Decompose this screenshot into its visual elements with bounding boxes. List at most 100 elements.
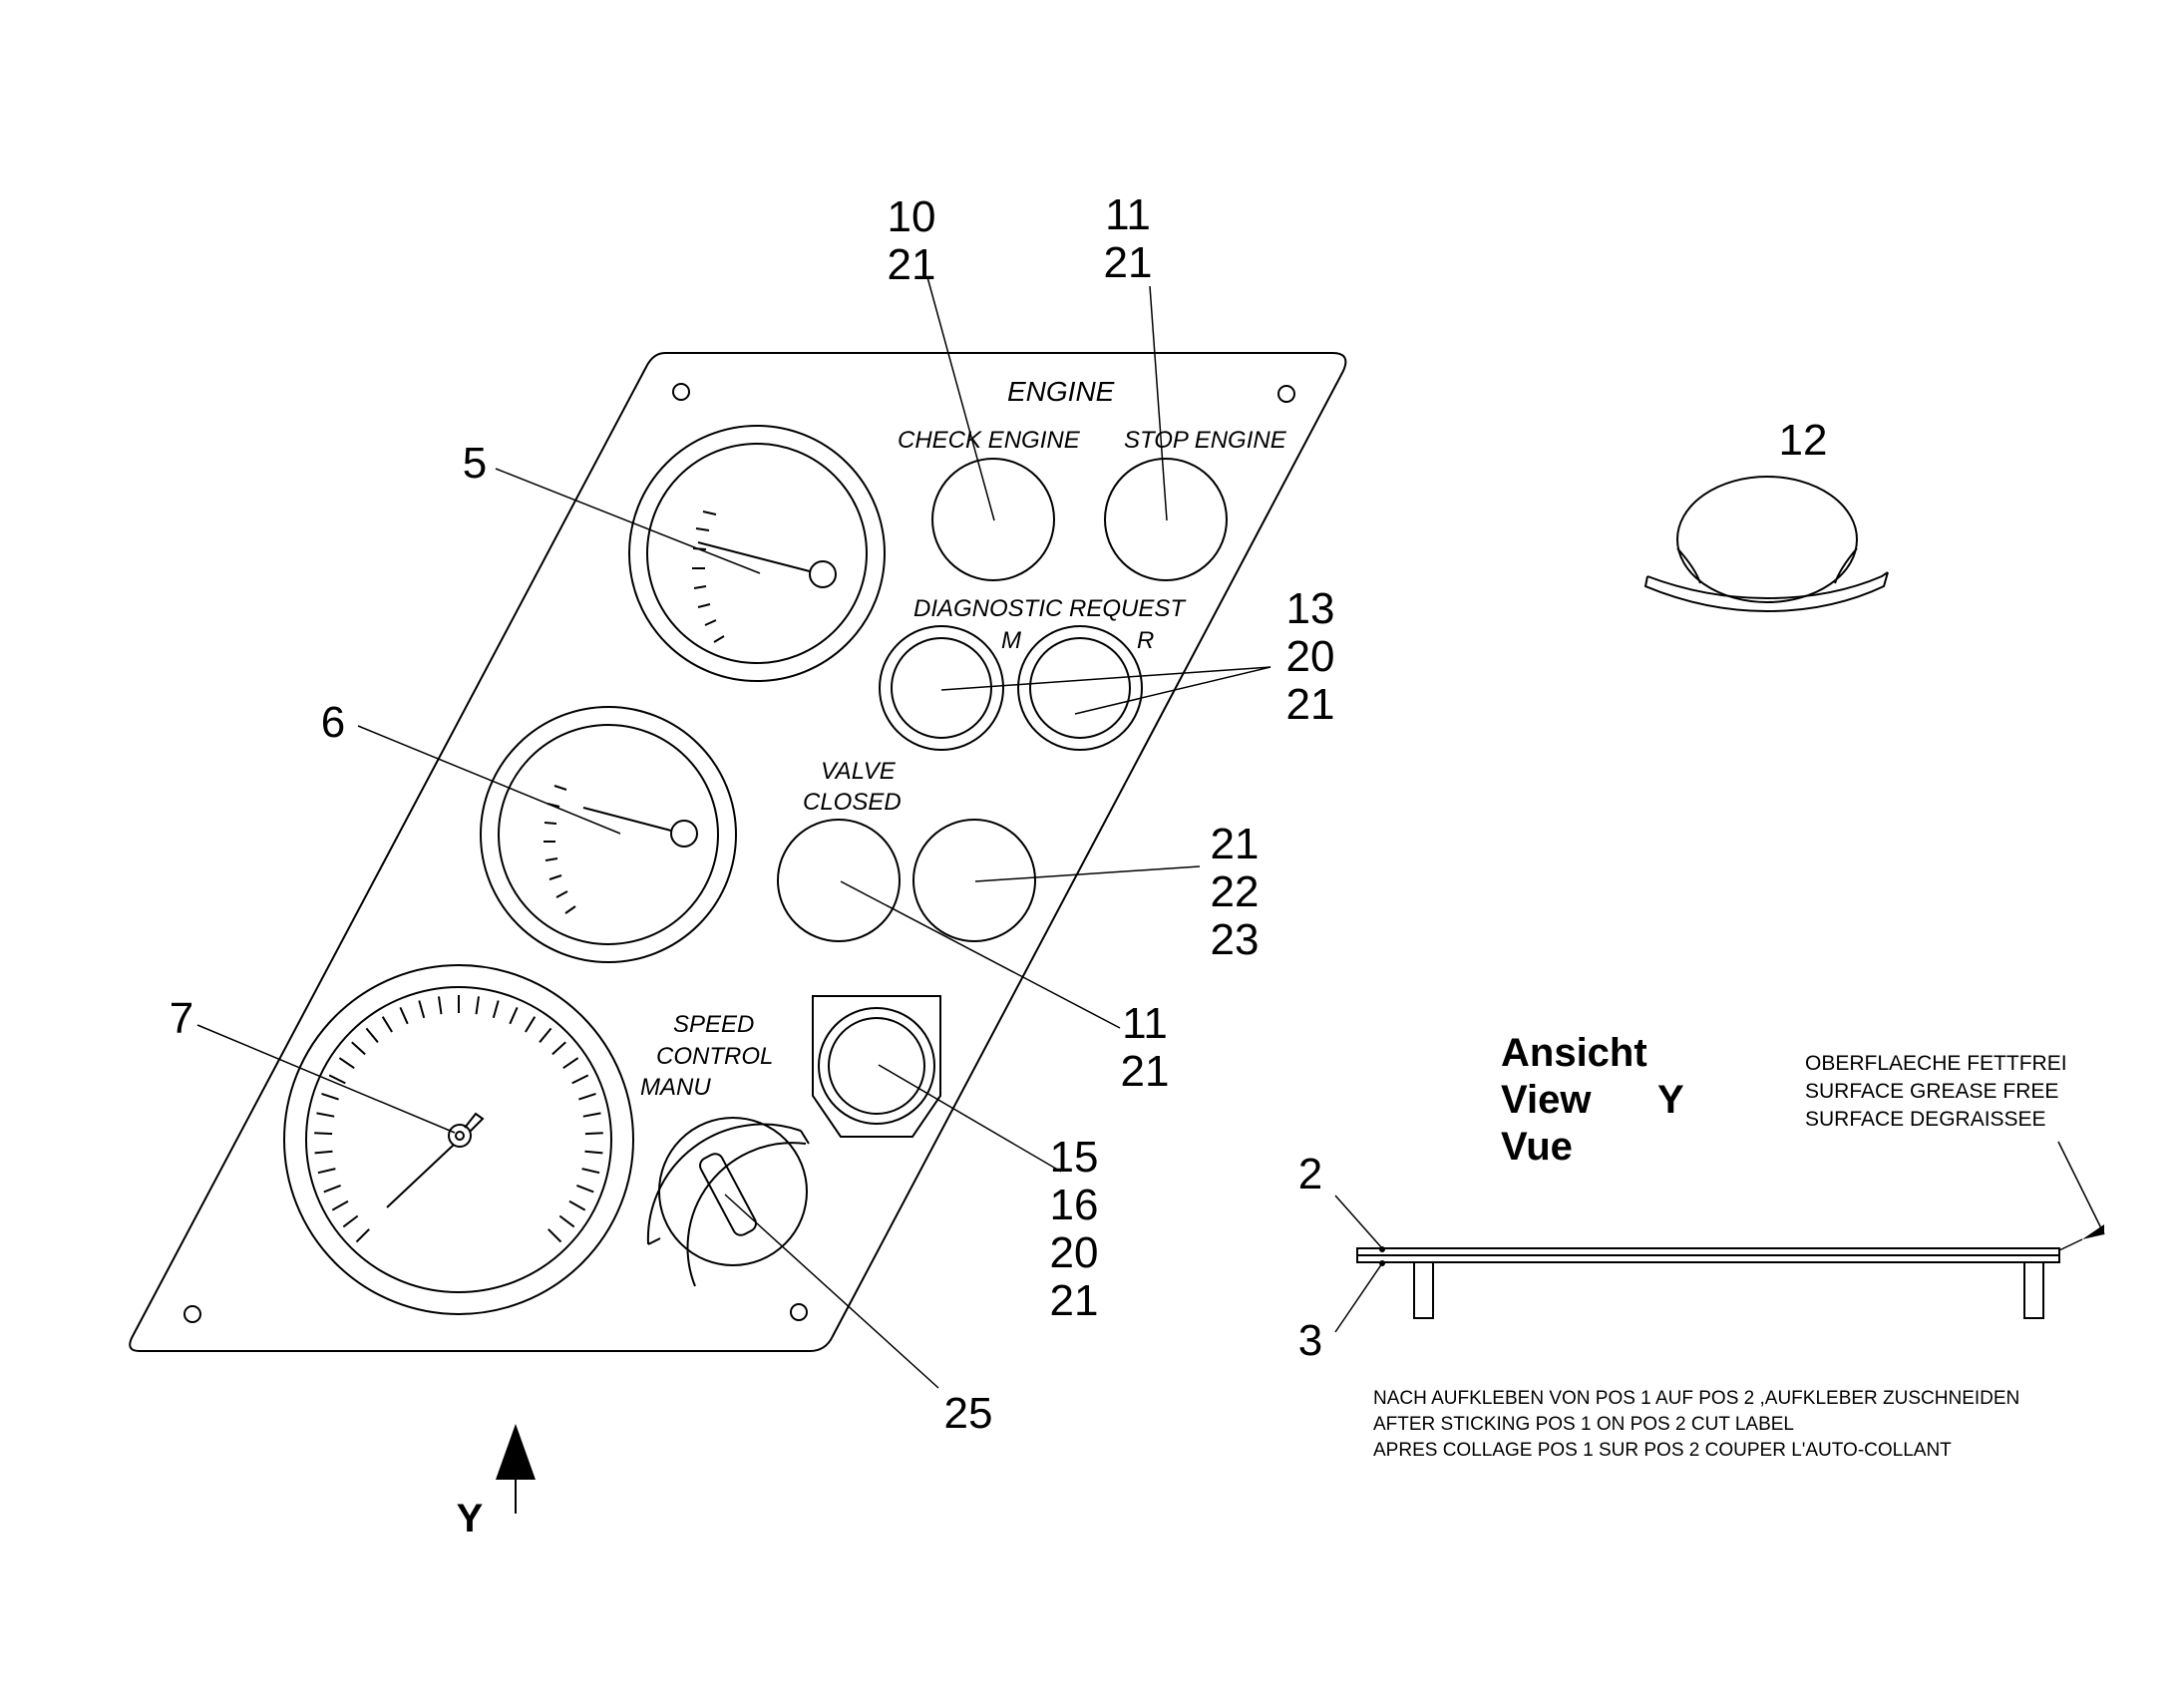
surface-note-line3: SURFACE DEGRAISSEE bbox=[1805, 1108, 2046, 1131]
speed-label-line1: SPEED bbox=[673, 1011, 754, 1038]
mounting-hole bbox=[183, 1305, 201, 1323]
diagnostic-m-button bbox=[879, 625, 1004, 751]
mounting-hole bbox=[672, 383, 690, 401]
speed-label-line3: MANU bbox=[640, 1074, 711, 1101]
speed-label-line2: CONTROL bbox=[656, 1043, 773, 1070]
callout-13-sub1: 20 bbox=[1286, 632, 1335, 681]
tacho-tick bbox=[584, 1132, 603, 1136]
callout-11-top: 11 bbox=[1105, 190, 1151, 239]
tacho-tick bbox=[539, 1027, 552, 1043]
sticking-note-line3: APRES COLLAGE POS 1 SUR POS 2 COUPER L'A… bbox=[1373, 1440, 1952, 1461]
callout-25: 25 bbox=[944, 1389, 993, 1438]
tacho-tick bbox=[331, 1199, 349, 1211]
tacho-tick bbox=[323, 1184, 341, 1194]
tacho-tick bbox=[584, 1150, 603, 1155]
valve-label-line2: CLOSED bbox=[803, 789, 902, 816]
engine-label: ENGINE bbox=[1007, 376, 1115, 407]
callout-13-sub2: 21 bbox=[1286, 680, 1335, 729]
side-view-panel bbox=[1334, 1141, 2105, 1333]
view-title-letter: Y bbox=[1657, 1078, 1684, 1122]
callout-11-mid: 11 bbox=[1122, 999, 1168, 1048]
sticking-note-line1: NACH AUFKLEBEN VON POS 1 AUF POS 2 ,AUFK… bbox=[1373, 1388, 2019, 1409]
tacho-tick bbox=[475, 996, 480, 1015]
view-title-line1: Ansicht bbox=[1501, 1031, 1647, 1075]
callout-11-top-sub: 21 bbox=[1104, 238, 1153, 287]
valve-closed-lamp bbox=[777, 819, 901, 942]
view-title-line3: Vue bbox=[1501, 1125, 1573, 1169]
callout-21-sub1: 22 bbox=[1211, 867, 1260, 916]
callout-2: 2 bbox=[1298, 1150, 1322, 1198]
check-engine-label: CHECK ENGINE bbox=[898, 427, 1081, 454]
gauge-7-tachometer bbox=[283, 964, 634, 1315]
leader-lines bbox=[196, 276, 1272, 1389]
surface-note-line1: OBERFLAECHE FETTFREI bbox=[1805, 1052, 2067, 1075]
tacho-tick bbox=[578, 1092, 596, 1101]
callout-11-mid-sub: 21 bbox=[1121, 1047, 1170, 1096]
tacho-tick bbox=[525, 1016, 537, 1033]
tacho-tick bbox=[418, 1000, 426, 1019]
diag-r-label: R bbox=[1137, 627, 1154, 654]
tacho-tick bbox=[316, 1112, 335, 1118]
sticking-note-line2: AFTER STICKING POS 1 ON POS 2 CUT LABEL bbox=[1373, 1414, 1794, 1435]
callout-13: 13 bbox=[1286, 584, 1335, 633]
callout-7: 7 bbox=[170, 994, 193, 1043]
tacho-tick bbox=[314, 1132, 333, 1136]
diagnostic-r-button bbox=[1017, 625, 1143, 751]
valve-label-line1: VALVE bbox=[821, 758, 897, 785]
tacho-tick bbox=[492, 1000, 500, 1019]
mounting-holes bbox=[183, 383, 1295, 1323]
tacho-tick bbox=[581, 1168, 600, 1175]
tacho-tick bbox=[314, 1150, 333, 1155]
tacho-tick bbox=[547, 1228, 562, 1243]
view-arrow-label: Y bbox=[457, 1497, 484, 1540]
callout-15-sub2: 20 bbox=[1050, 1228, 1099, 1277]
stop-engine-lamp bbox=[1104, 458, 1228, 581]
panel-outline bbox=[129, 352, 1347, 1352]
callout-6: 6 bbox=[321, 698, 345, 747]
tacho-tick bbox=[365, 1027, 379, 1043]
part-12-cap bbox=[1643, 476, 1889, 613]
tacho-tick bbox=[328, 1074, 346, 1085]
tacho-tick bbox=[321, 1092, 339, 1101]
callout-15-sub1: 16 bbox=[1050, 1181, 1099, 1229]
callout-15-sub3: 21 bbox=[1050, 1276, 1099, 1325]
tacho-tick bbox=[438, 996, 443, 1015]
tacho-tick bbox=[317, 1168, 336, 1175]
callout-10-sub: 21 bbox=[888, 240, 936, 289]
tacho-tick bbox=[551, 1041, 566, 1056]
tacho-tick bbox=[582, 1112, 601, 1118]
callout-21: 21 bbox=[1211, 820, 1260, 868]
gauge-6 bbox=[480, 706, 737, 963]
callout-10: 10 bbox=[888, 192, 936, 241]
lamp-21-22-23 bbox=[912, 819, 1036, 942]
view-title-line2: View bbox=[1501, 1078, 1592, 1122]
tacho-tick bbox=[509, 1006, 519, 1025]
tacho-tick bbox=[562, 1057, 579, 1070]
tacho-tick bbox=[576, 1184, 594, 1194]
tacho-tick bbox=[568, 1199, 586, 1211]
tacho-tick bbox=[571, 1074, 589, 1085]
gauge-5 bbox=[628, 425, 886, 682]
check-engine-lamp bbox=[931, 458, 1055, 581]
speed-control-knob bbox=[646, 1117, 810, 1287]
callout-3: 3 bbox=[1298, 1316, 1322, 1365]
tacho-tick bbox=[342, 1214, 359, 1228]
tacho-tick bbox=[558, 1214, 575, 1228]
tacho-tick bbox=[399, 1006, 409, 1025]
callout-21-sub2: 23 bbox=[1211, 915, 1260, 964]
view-arrow-y: Y bbox=[457, 1424, 536, 1540]
callout-5: 5 bbox=[463, 439, 487, 488]
mounting-hole bbox=[1277, 385, 1295, 403]
tacho-tick bbox=[338, 1057, 355, 1070]
callout-15: 15 bbox=[1050, 1133, 1099, 1182]
stop-engine-label: STOP ENGINE bbox=[1124, 427, 1287, 454]
tacho-tick bbox=[355, 1228, 370, 1243]
callout-12: 12 bbox=[1779, 416, 1828, 465]
tacho-tick bbox=[381, 1016, 393, 1033]
diagnostic-request-label: DIAGNOSTIC REQUEST bbox=[913, 595, 1187, 622]
diag-m-label: M bbox=[1001, 627, 1021, 654]
switch-15 bbox=[812, 995, 941, 1138]
tacho-tick bbox=[351, 1041, 366, 1056]
